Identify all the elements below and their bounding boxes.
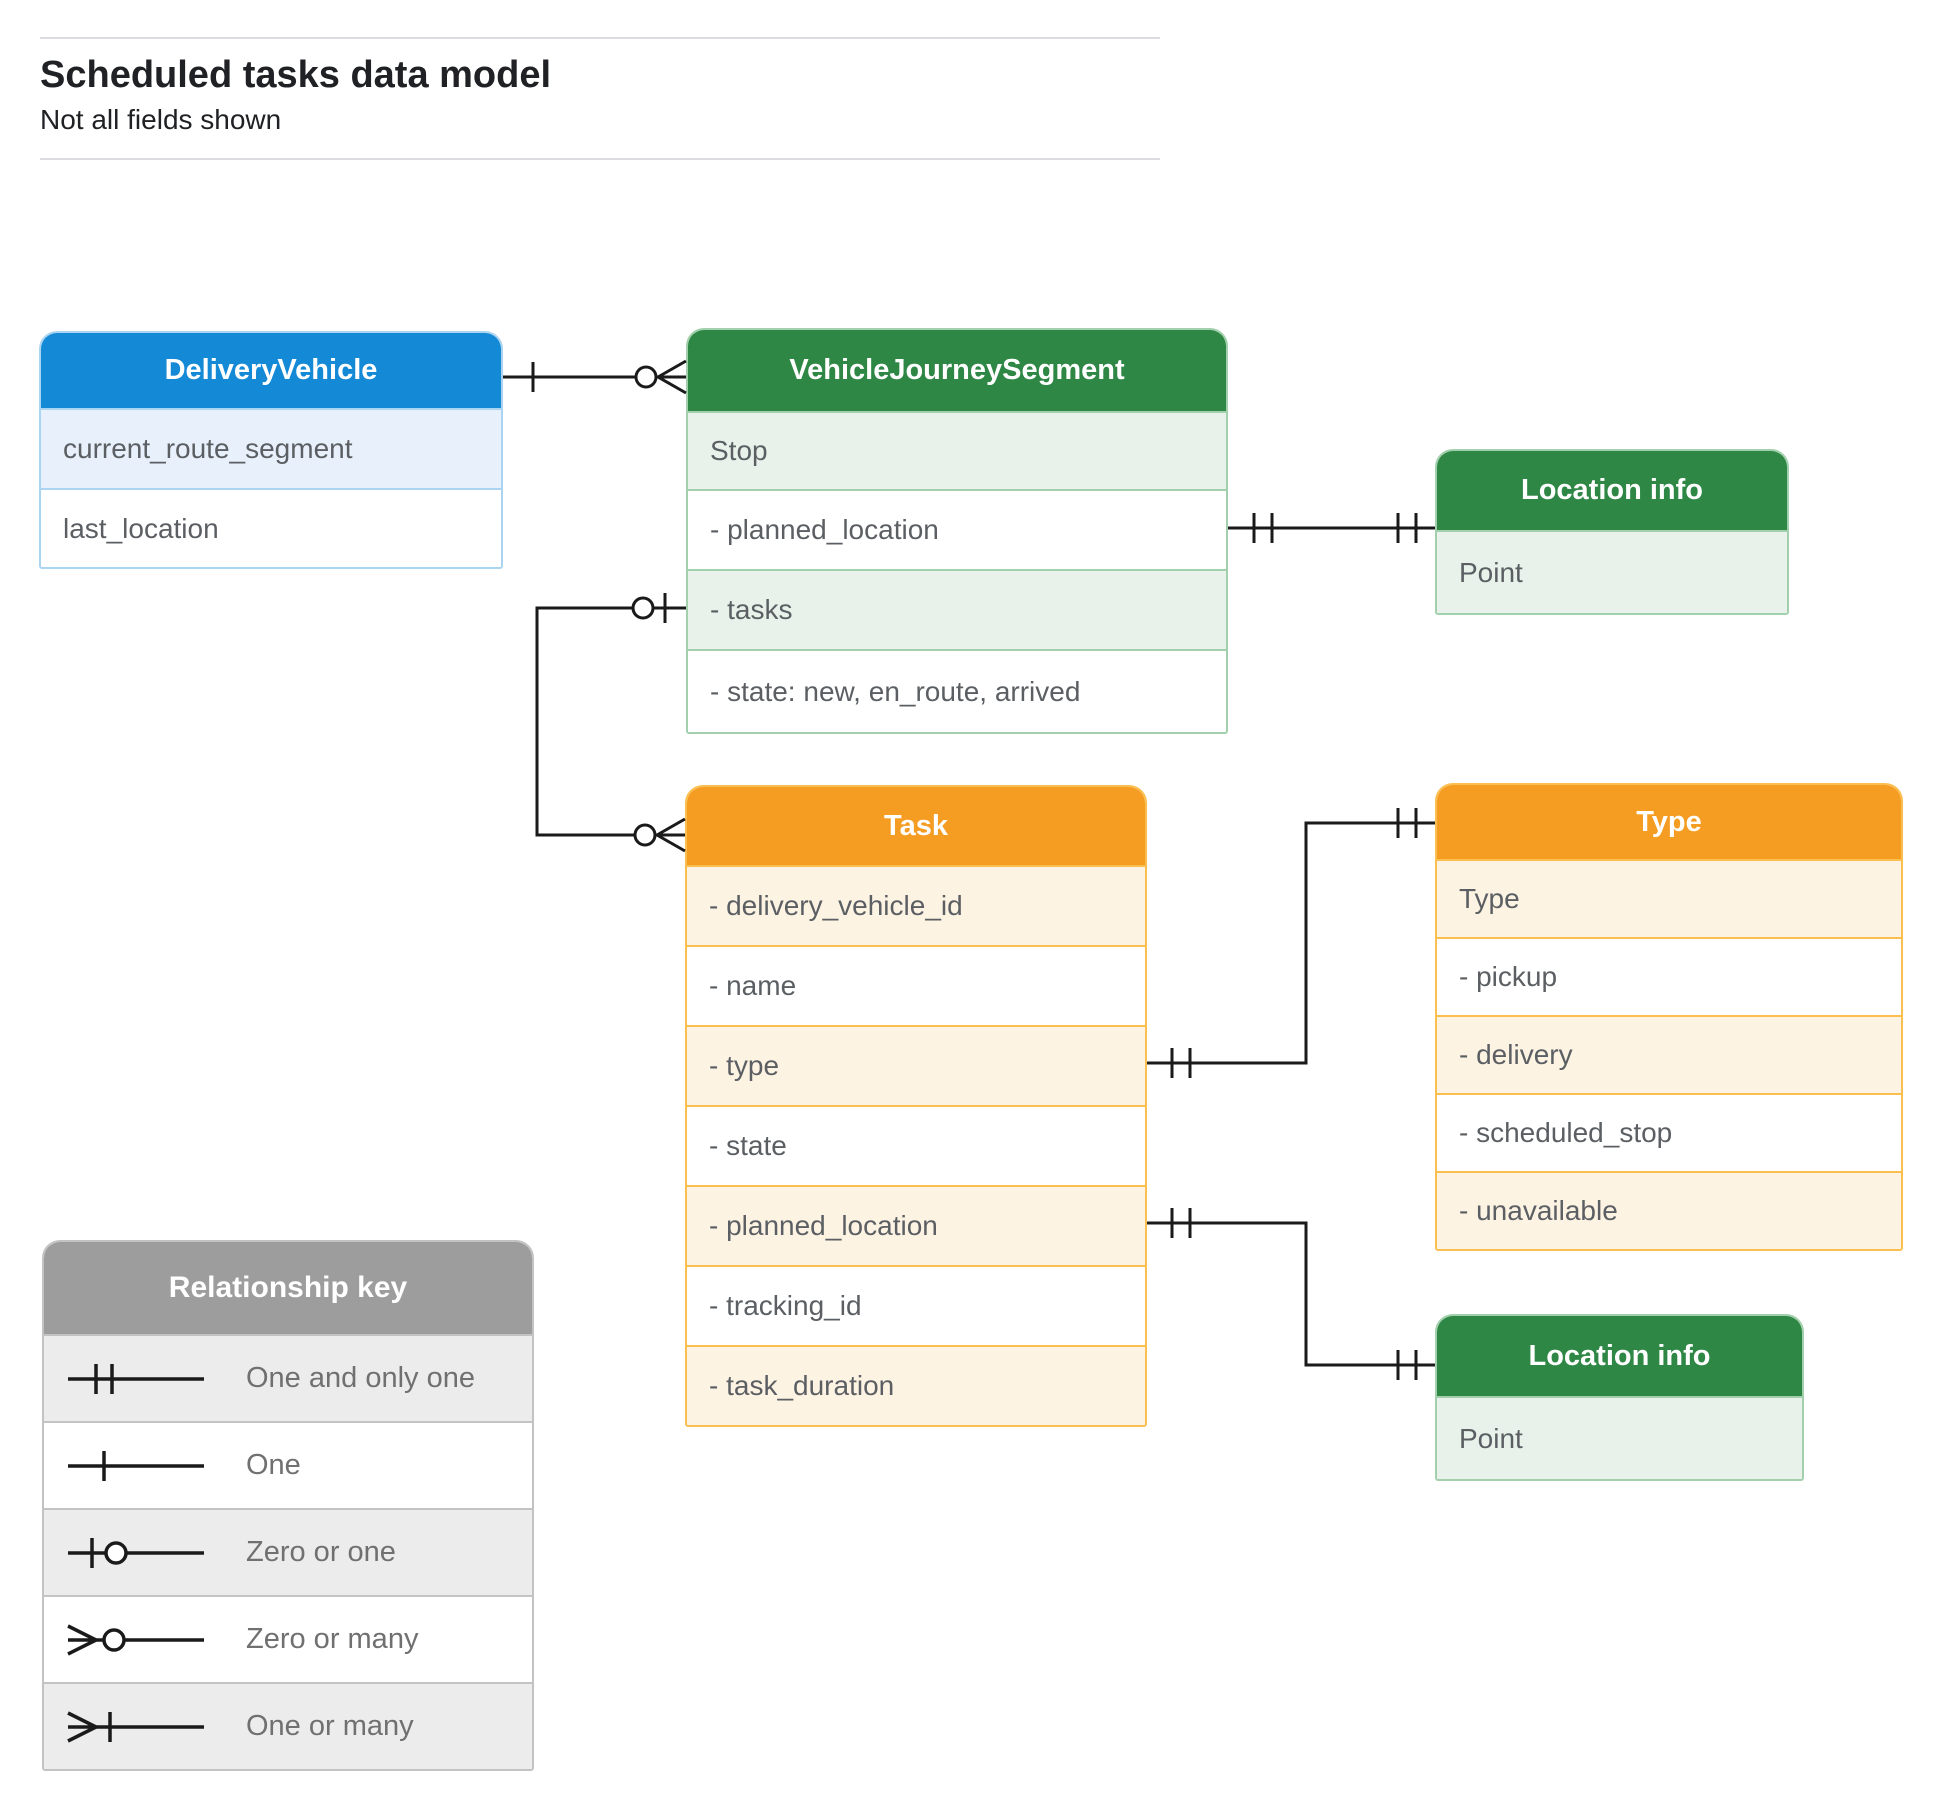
entity-location-info-top-header: Location info	[1437, 451, 1787, 530]
delivery-vehicle-row-current-route-segment: current_route_segment	[41, 408, 501, 488]
task-row-state: - state	[687, 1105, 1145, 1185]
entity-type-header: Type	[1437, 785, 1901, 859]
page-subtitle: Not all fields shown	[40, 104, 282, 135]
one-and-only-one-icon	[68, 1363, 204, 1394]
entity-task: Task - delivery_vehicle_id - name - type…	[685, 785, 1147, 1427]
entity-delivery-vehicle: DeliveryVehicle current_route_segment la…	[39, 331, 503, 569]
entity-task-header: Task	[687, 787, 1145, 865]
connector-task-plannedlocation-locationinfo	[1147, 1208, 1435, 1380]
zero-or-one-icon	[68, 1537, 204, 1568]
task-row-task-duration: - task_duration	[687, 1345, 1145, 1425]
entity-delivery-vehicle-header: DeliveryVehicle	[41, 333, 501, 408]
task-row-type: - type	[687, 1025, 1145, 1105]
type-row-pickup: - pickup	[1437, 937, 1901, 1015]
subtitle-divider	[40, 158, 1160, 160]
legend-label: Zero or one	[246, 1536, 396, 1568]
legend-label: One and only one	[246, 1362, 475, 1394]
connector-task-type-type	[1147, 808, 1435, 1078]
vjs-row-tasks: - tasks	[688, 569, 1226, 649]
vjs-row-state: - state: new, en_route, arrived	[688, 649, 1226, 732]
entity-location-info-top: Location info Point	[1435, 449, 1789, 615]
page-title: Scheduled tasks data model	[40, 54, 552, 96]
one-icon	[68, 1450, 204, 1481]
type-row-unavailable: - unavailable	[1437, 1171, 1901, 1249]
legend-label: One or many	[246, 1710, 414, 1742]
zero-or-many-icon	[67, 1623, 204, 1656]
task-row-planned-location: - planned_location	[687, 1185, 1145, 1265]
legend-item-one-or-many: One or many	[44, 1682, 532, 1769]
entity-type: Type Type - pickup - delivery - schedule…	[1435, 783, 1903, 1251]
delivery-vehicle-row-last-location: last_location	[41, 488, 501, 567]
location-info-top-row-point: Point	[1437, 530, 1787, 613]
legend-item-one-and-only-one: One and only one	[44, 1334, 532, 1421]
relationship-key-header: Relationship key	[44, 1242, 532, 1334]
entity-location-info-bottom-header: Location info	[1437, 1316, 1802, 1396]
relationship-key: Relationship key One and only one One Ze…	[42, 1240, 534, 1771]
connector-vjs-tasks-task	[535, 593, 686, 853]
type-row-scheduled-stop: - scheduled_stop	[1437, 1093, 1901, 1171]
type-row-type: Type	[1437, 859, 1901, 937]
legend-item-one: One	[44, 1421, 532, 1508]
one-or-many-icon	[67, 1710, 204, 1743]
task-row-name: - name	[687, 945, 1145, 1025]
connector-vjs-plannedlocation-locationinfo	[1228, 513, 1435, 543]
legend-item-zero-or-one: Zero or one	[44, 1508, 532, 1595]
connector-deliveryvehicle-vehiclejourneysegment	[503, 359, 687, 395]
task-row-tracking-id: - tracking_id	[687, 1265, 1145, 1345]
legend-label: Zero or many	[246, 1623, 419, 1655]
legend-label: One	[246, 1449, 301, 1481]
type-row-delivery: - delivery	[1437, 1015, 1901, 1093]
legend-item-zero-or-many: Zero or many	[44, 1595, 532, 1682]
location-info-bottom-row-point: Point	[1437, 1396, 1802, 1479]
entity-vehicle-journey-segment: VehicleJourneySegment Stop - planned_loc…	[686, 328, 1228, 734]
top-divider	[40, 37, 1160, 39]
vjs-row-stop: Stop	[688, 411, 1226, 489]
vjs-row-planned-location: - planned_location	[688, 489, 1226, 569]
entity-location-info-bottom: Location info Point	[1435, 1314, 1804, 1481]
task-row-delivery-vehicle-id: - delivery_vehicle_id	[687, 865, 1145, 945]
entity-vehicle-journey-segment-header: VehicleJourneySegment	[688, 330, 1226, 411]
